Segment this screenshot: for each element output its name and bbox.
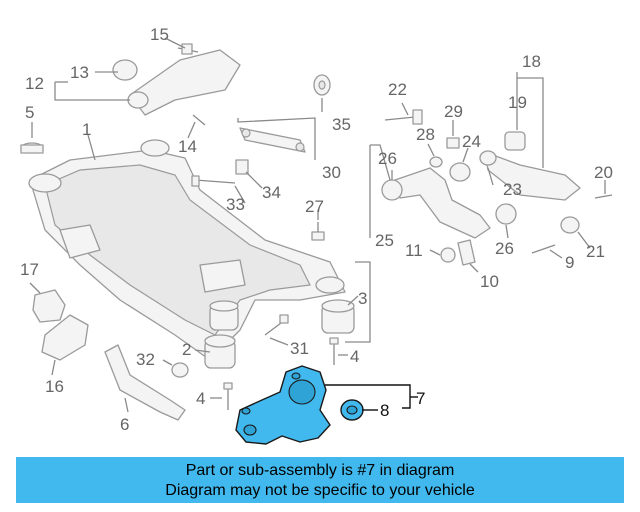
mount-16 [41,314,89,361]
bushing-26b [495,203,517,225]
callout-numbers: 1 2 3 4 4 5 6 7 8 9 10 11 12 13 14 15 16… [20,25,613,434]
leader-lines-7-8 [325,384,418,411]
bushing-8-highlighted[interactable] [340,399,364,421]
bracket-34 [235,159,249,175]
callout-9: 9 [565,253,574,272]
info-banner: Part or sub-assembly is #7 in diagram Di… [16,457,624,503]
callout-11: 11 [405,241,423,260]
callout-2: 2 [182,340,191,359]
bushing-24 [449,162,471,182]
bushing-35 [313,74,331,96]
upper-arm [112,49,241,116]
bolt-27 [311,222,325,241]
callout-7: 7 [416,389,425,408]
bolt-22 [384,109,423,125]
callout-5: 5 [25,103,34,122]
callout-14: 14 [178,137,197,156]
banner-line-2: Diagram may not be specific to your vehi… [165,482,475,499]
bolt-14 [192,114,206,126]
arm-25 [394,167,491,239]
callout-19: 19 [508,93,527,112]
mount-17 [32,289,66,323]
rear-subframe [28,139,346,361]
bushing-2 [204,334,236,369]
knuckle-7-highlighted[interactable] [235,365,331,445]
bolt-20 [594,194,613,199]
bolt-31 [264,314,289,336]
callout-33: 33 [226,195,245,214]
callout-12: 12 [25,74,44,93]
callout-29: 29 [444,102,463,121]
bushing-32 [171,362,189,378]
callout-26-upper: 26 [378,149,397,168]
bushing-19 [504,131,526,151]
nut-11 [440,247,456,263]
callout-10: 10 [480,272,499,291]
callout-16: 16 [45,377,64,396]
strut-6 [104,344,186,421]
bushing-subframe-upper [209,300,239,331]
lower-arm-23 [479,150,581,201]
callout-28: 28 [416,125,435,144]
callout-6: 6 [120,415,129,434]
callout-4-upper: 4 [350,347,359,366]
callout-17: 17 [20,260,39,279]
bolt-9 [531,244,556,254]
bracket-10 [457,239,476,266]
callout-22: 22 [388,80,407,99]
callout-8: 8 [380,401,389,420]
link-30 [239,127,306,153]
callout-13: 13 [70,63,89,82]
callout-30: 30 [322,163,341,182]
washer-28 [429,156,443,168]
leader-lines [29,37,606,413]
callout-26-lower: 26 [495,239,514,258]
callout-24: 24 [462,132,481,151]
washer-5 [20,142,44,154]
banner-line-1: Part or sub-assembly is #7 in diagram [185,462,455,479]
callout-1: 1 [82,120,91,139]
callout-4-lower: 4 [196,389,205,408]
callout-23: 23 [503,180,522,199]
exploded-parts-diagram: 1 2 3 4 4 5 6 7 8 9 10 11 12 13 14 15 16… [20,25,613,445]
callout-31: 31 [290,339,309,358]
callout-3: 3 [358,289,367,308]
bolt-15 [177,43,199,55]
bolt-33 [191,175,236,187]
callout-32: 32 [136,350,155,369]
bolt-4-lower [223,382,233,410]
callout-18: 18 [522,52,541,71]
bushing-21 [560,216,580,234]
bushing-3 [321,299,355,334]
callout-20: 20 [594,163,613,182]
callout-34: 34 [262,183,281,202]
bushing-26a [381,179,403,201]
callout-25: 25 [375,231,394,250]
callout-21: 21 [586,242,605,261]
bolt-4-upper [329,337,339,365]
callout-27: 27 [305,197,324,216]
nut-29 [446,137,460,149]
callout-15: 15 [150,25,169,44]
callout-35: 35 [332,115,351,134]
